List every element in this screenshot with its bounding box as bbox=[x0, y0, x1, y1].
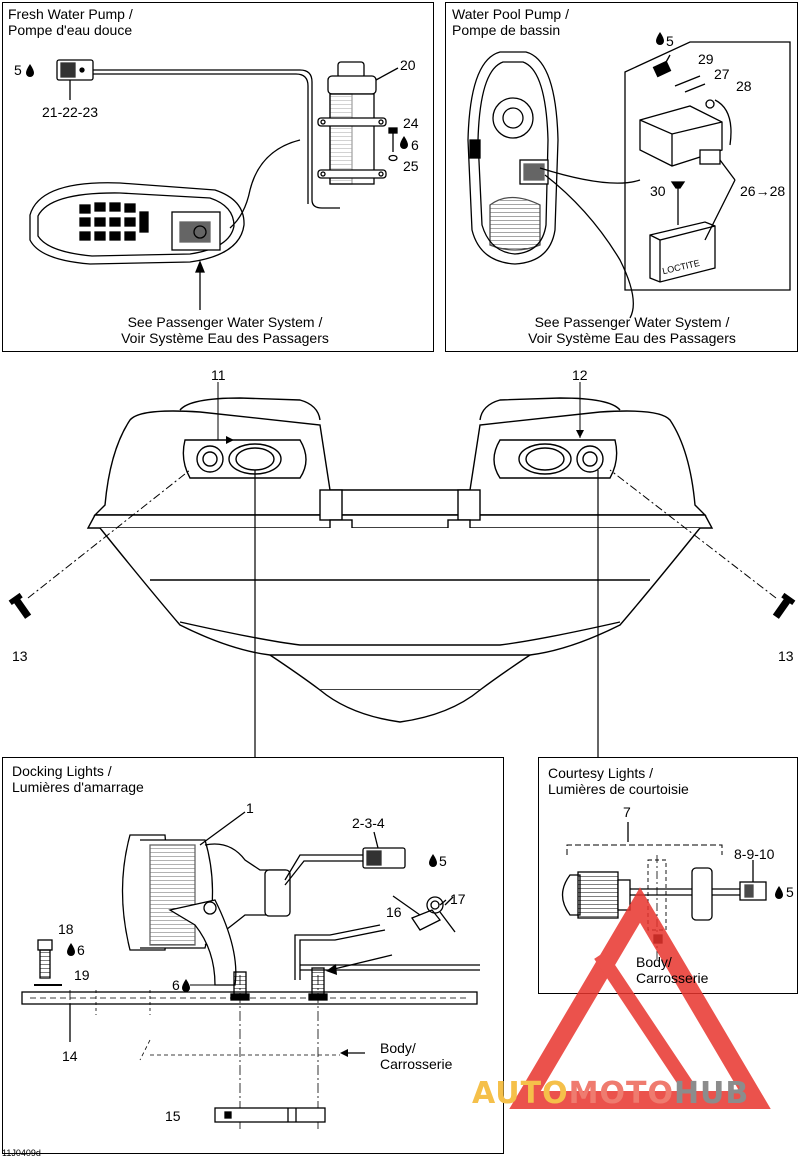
drop-icon bbox=[26, 64, 34, 77]
callout-dl-14: 14 bbox=[62, 1048, 78, 1064]
callout-wp-30: 30 bbox=[650, 183, 666, 199]
docking-body-label: Body/ Carrosserie bbox=[380, 1040, 452, 1072]
fresh-water-pump-art bbox=[29, 59, 399, 310]
watermark-moto: MOTO bbox=[568, 1076, 674, 1111]
callout-wp-27: 27 bbox=[714, 66, 730, 82]
watermark-logo-mark bbox=[509, 887, 771, 1109]
water-pool-title-fr: Pompe de bassin bbox=[452, 22, 561, 38]
callout-fw-21-22-23: 21-22-23 bbox=[42, 104, 99, 120]
callout-dl-5: 5 bbox=[439, 853, 447, 869]
fresh-water-title-en: Fresh Water Pump / bbox=[8, 6, 133, 22]
callout-main-13-left: 13 bbox=[12, 648, 28, 664]
fresh-water-caption: See Passenger Water System / Voir Systèm… bbox=[95, 314, 355, 346]
water-pool-pump-art bbox=[467, 41, 791, 319]
callout-wp-28: 28 bbox=[736, 78, 752, 94]
drop-icon bbox=[400, 136, 408, 149]
courtesy-body-label-en: Body/ bbox=[636, 954, 672, 970]
callout-fw-5: 5 bbox=[14, 62, 22, 78]
callout-main-13-right: 13 bbox=[778, 648, 794, 664]
callout-main-12: 12 bbox=[572, 367, 588, 383]
fresh-water-caption-en: See Passenger Water System / bbox=[127, 314, 323, 330]
fresh-water-title-fr: Pompe d'eau douce bbox=[8, 22, 133, 38]
drop-icons bbox=[26, 32, 783, 992]
drop-icon bbox=[656, 32, 664, 45]
callout-dl-2-3-4: 2-3-4 bbox=[352, 815, 385, 831]
docking-lights-title-fr: Lumières d'amarrage bbox=[12, 779, 144, 795]
callout-fw-6: 6 bbox=[411, 137, 419, 153]
callout-dl-18: 18 bbox=[58, 921, 74, 937]
callout-fw-25: 25 bbox=[403, 158, 419, 174]
courtesy-body-label-fr: Carrosserie bbox=[636, 970, 709, 986]
courtesy-lights-title: Courtesy Lights / Lumières de courtoisie bbox=[548, 765, 689, 797]
watermark-hub: HUB bbox=[673, 1076, 750, 1111]
callout-wp-29: 29 bbox=[698, 51, 714, 67]
courtesy-body-label: Body/ Carrosserie bbox=[636, 954, 708, 986]
docking-lights-title: Docking Lights / Lumières d'amarrage bbox=[12, 763, 144, 795]
courtesy-lights-art bbox=[561, 822, 767, 960]
callout-dl-15: 15 bbox=[165, 1108, 181, 1124]
callout-cl-5: 5 bbox=[786, 884, 794, 900]
watermark-auto: AUTO bbox=[472, 1076, 569, 1111]
callout-dl-6b: 6 bbox=[172, 977, 180, 993]
fresh-water-title: Fresh Water Pump / Pompe d'eau douce bbox=[8, 6, 133, 38]
craft-rear-view bbox=[8, 382, 796, 757]
docking-lights-art bbox=[21, 811, 480, 1130]
callout-main-11: 11 bbox=[211, 367, 226, 383]
courtesy-lights-title-fr: Lumières de courtoisie bbox=[548, 781, 689, 797]
fresh-water-caption-fr: Voir Système Eau des Passagers bbox=[121, 330, 329, 346]
water-pool-caption-fr: Voir Système Eau des Passagers bbox=[528, 330, 736, 346]
drop-icon bbox=[775, 886, 783, 899]
callout-wp-5: 5 bbox=[666, 33, 674, 49]
callout-dl-16: 16 bbox=[386, 904, 402, 920]
drop-icon bbox=[182, 979, 190, 992]
reference-code: 11J0409d bbox=[2, 1148, 41, 1158]
water-pool-title: Water Pool Pump / Pompe de bassin bbox=[452, 6, 569, 38]
courtesy-lights-title-en: Courtesy Lights / bbox=[548, 765, 654, 781]
callout-fw-20: 20 bbox=[400, 57, 416, 73]
docking-lights-panel bbox=[2, 757, 504, 1154]
callout-cl-8-9-10: 8-9-10 bbox=[734, 846, 775, 862]
callout-wp-26-28: 26→28 bbox=[740, 183, 786, 199]
water-pool-caption: See Passenger Water System / Voir Systèm… bbox=[502, 314, 762, 346]
callout-fw-24: 24 bbox=[403, 115, 419, 131]
callout-dl-6a: 6 bbox=[77, 942, 85, 958]
drop-icon bbox=[429, 854, 437, 867]
callout-cl-7: 7 bbox=[623, 804, 631, 820]
docking-lights-title-en: Docking Lights / bbox=[12, 763, 112, 779]
water-pool-caption-en: See Passenger Water System / bbox=[534, 314, 730, 330]
callout-dl-19: 19 bbox=[74, 967, 90, 983]
drop-icon bbox=[67, 943, 75, 956]
callout-dl-17: 17 bbox=[450, 891, 466, 907]
docking-body-label-en: Body/ bbox=[380, 1040, 416, 1056]
water-pool-title-en: Water Pool Pump / bbox=[452, 6, 569, 22]
watermark-text: AUTOMOTOHUB bbox=[472, 1076, 749, 1111]
callout-dl-1: 1 bbox=[246, 800, 254, 816]
docking-body-label-fr: Carrosserie bbox=[380, 1056, 453, 1072]
